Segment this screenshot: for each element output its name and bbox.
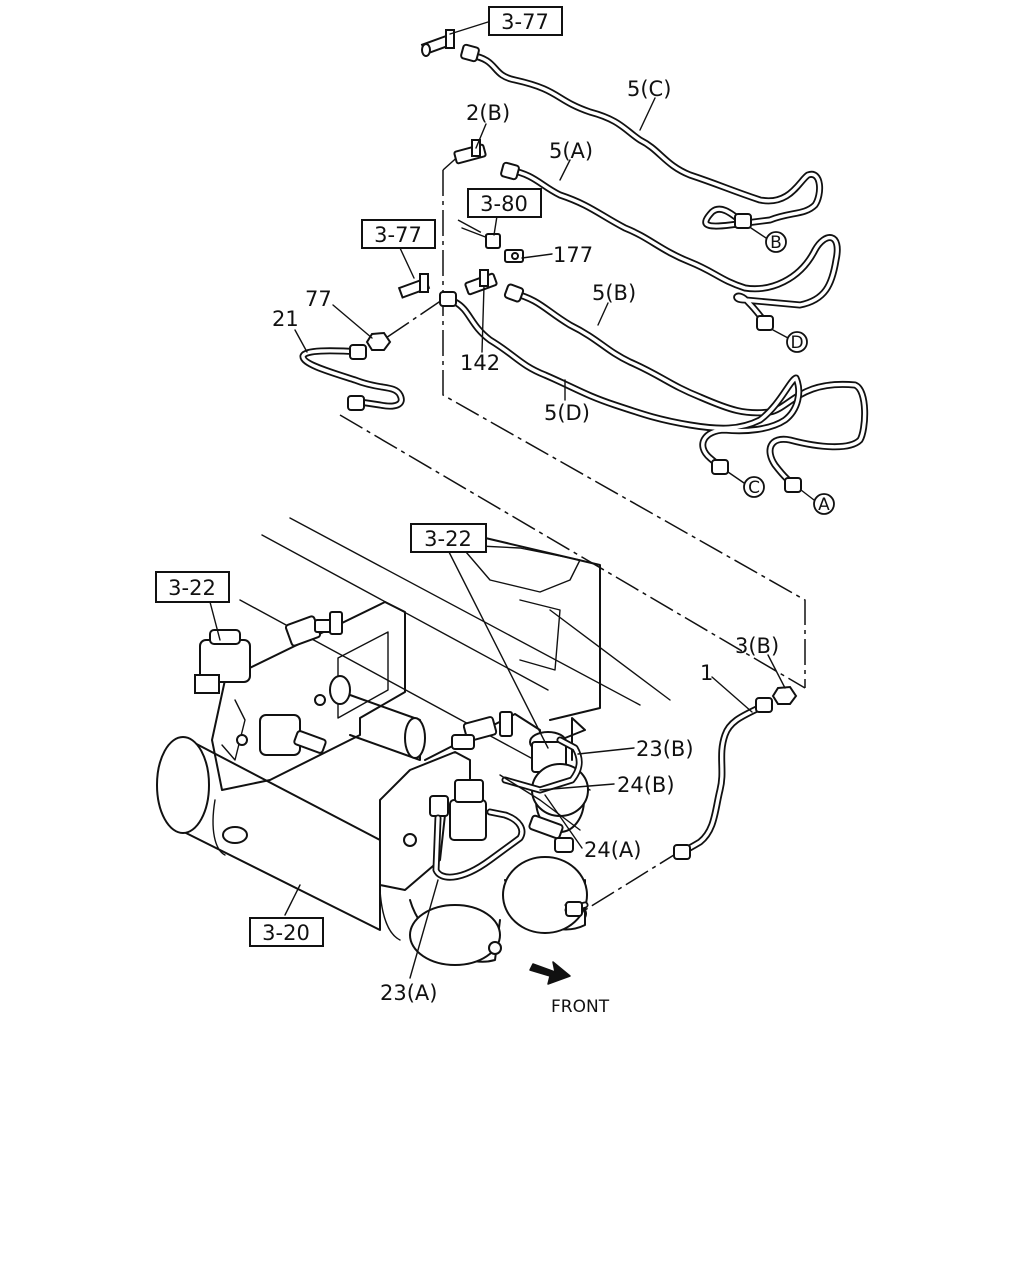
flare-nut-icon bbox=[503, 283, 525, 303]
callout-24b: 24(B) bbox=[617, 773, 675, 797]
flare-nut-icon bbox=[755, 697, 773, 713]
nut-icon bbox=[771, 685, 798, 705]
callout-1: 1 bbox=[700, 661, 713, 685]
front-label: FRONT bbox=[551, 997, 610, 1017]
tee-fitting-icon bbox=[420, 29, 455, 57]
callout-24a: 24(A) bbox=[584, 838, 641, 862]
ref-box-3-22-center: 3-22 bbox=[410, 523, 487, 553]
ref-box-label: 3-80 bbox=[480, 192, 528, 216]
bolt-icon bbox=[461, 227, 501, 249]
cylinder-icon bbox=[329, 675, 426, 761]
connector-c-label: C bbox=[748, 478, 760, 498]
flare-nut-icon bbox=[673, 844, 691, 860]
flare-nut-icon bbox=[784, 477, 802, 493]
ref-box-label: 3-77 bbox=[374, 223, 422, 247]
flare-nut-icon bbox=[756, 315, 774, 331]
ref-box-label: 3-77 bbox=[501, 10, 549, 34]
chassis-frame bbox=[211, 517, 671, 891]
air-lines-lower bbox=[212, 736, 589, 941]
connector-marker-d: D bbox=[772, 329, 808, 353]
callout-177: 177 bbox=[553, 243, 593, 267]
valve-icon bbox=[429, 779, 487, 841]
valves-components bbox=[194, 611, 589, 853]
pipe-5d bbox=[451, 298, 803, 471]
flare-nut-icon bbox=[711, 459, 729, 475]
connector-marker-c: C bbox=[727, 471, 765, 498]
union-fitting-icon bbox=[453, 139, 487, 165]
ref-box-3-20: 3-20 bbox=[249, 917, 324, 947]
pipe-1 bbox=[678, 701, 769, 856]
arrow-icon bbox=[529, 961, 571, 985]
connector-marker-a: A bbox=[800, 489, 835, 515]
front-indicator: FRONT bbox=[529, 961, 610, 1017]
connector-b-label: B bbox=[770, 233, 782, 253]
pipe-5c bbox=[466, 51, 824, 230]
callout-5a: 5(A) bbox=[549, 139, 593, 163]
ref-box-3-80: 3-80 bbox=[467, 188, 542, 218]
flare-nut-icon bbox=[349, 344, 367, 360]
tee-fitting-icon bbox=[397, 273, 431, 299]
union-fitting-icon bbox=[464, 269, 498, 296]
callout-labels: 5(C) 2(B) 5(A) 177 77 21 142 5(B) 5(D) 3… bbox=[272, 77, 779, 1005]
flare-nut-icon bbox=[460, 43, 480, 63]
pipe-5b bbox=[509, 289, 869, 489]
nut-icon bbox=[365, 331, 392, 351]
flare-nut-icon bbox=[347, 395, 365, 411]
callout-23a: 23(A) bbox=[380, 981, 437, 1005]
cylinder-icon bbox=[259, 714, 327, 756]
ref-box-3-77-mid: 3-77 bbox=[361, 219, 436, 249]
spring-fitting-icon bbox=[528, 814, 574, 853]
callout-5b: 5(B) bbox=[592, 281, 636, 305]
guide-lines bbox=[339, 152, 806, 911]
ref-box-3-77-top: 3-77 bbox=[488, 6, 563, 36]
ref-box-label: 3-22 bbox=[424, 527, 472, 551]
air-tanks bbox=[156, 736, 588, 966]
ref-box-label: 3-22 bbox=[168, 576, 216, 600]
callout-77: 77 bbox=[305, 287, 332, 311]
flare-nut-icon bbox=[500, 161, 520, 181]
pipe-21 bbox=[299, 347, 405, 410]
connector-marker-b: B bbox=[750, 227, 787, 253]
callout-5d: 5(D) bbox=[544, 401, 590, 425]
callout-5c: 5(C) bbox=[627, 77, 671, 101]
valve-icon bbox=[451, 711, 513, 750]
valve-icon bbox=[284, 611, 343, 647]
connector-fitting-icon bbox=[504, 249, 524, 263]
connector-d-label: D bbox=[790, 333, 803, 353]
callout-2b: 2(B) bbox=[466, 101, 510, 125]
pipe-5a bbox=[506, 166, 841, 326]
callout-142: 142 bbox=[460, 351, 500, 375]
flare-nut-icon bbox=[734, 213, 752, 229]
ref-box-label: 3-20 bbox=[262, 921, 310, 945]
leader-lines bbox=[209, 21, 786, 979]
callout-21: 21 bbox=[272, 307, 299, 331]
connector-a-label: A bbox=[818, 495, 830, 515]
flare-nut-icon bbox=[439, 291, 457, 307]
callout-23b: 23(B) bbox=[636, 737, 694, 761]
connector-markers: B D C A bbox=[727, 227, 835, 515]
valve-icon bbox=[194, 629, 251, 694]
fittings-upper bbox=[347, 29, 802, 860]
callout-3b: 3(B) bbox=[735, 634, 779, 658]
ref-box-3-22-left: 3-22 bbox=[155, 571, 230, 603]
